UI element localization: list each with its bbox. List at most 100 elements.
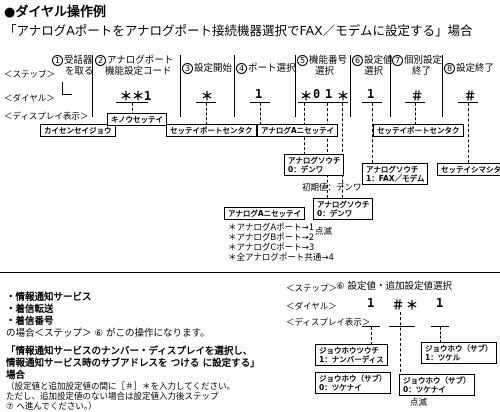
step-8-number: 8 (444, 63, 455, 74)
display-line: アナログソウチ (288, 156, 341, 165)
port-list: ＊アナログAポート→1 ＊アナログBポート→2 ＊アナログCポート→3 ＊全アナ… (228, 223, 334, 263)
step-4-label: ポート選択 (248, 63, 296, 74)
connector (260, 103, 261, 125)
step-4-number: 4 (236, 63, 247, 74)
example-dial-star: ＊ (406, 298, 419, 312)
quote-line: 「情報通知サービスのナンバー・ディスプレイを選択し、 (6, 346, 253, 357)
dial-underline (458, 102, 478, 103)
display-analog-device-phone: アナログソウチ 0：デンワ (284, 154, 345, 176)
step-2-label: アナログポート (107, 55, 174, 66)
separator (390, 55, 391, 117)
display-line: 1：ナンバーディス (319, 355, 384, 364)
dial-step-6: 1 (367, 87, 375, 101)
display-line: 1：ツケル (425, 353, 461, 362)
display-row-label: ＜ディスプレイ表示＞ (4, 112, 89, 122)
display-set-complete: セッテイシマシタ (437, 163, 500, 176)
display-line: ジョウホウ（サブ） (425, 344, 493, 353)
connector (415, 103, 416, 125)
separator (442, 55, 443, 117)
list-item: ＊アナログCポート→3 (228, 243, 315, 253)
dial-step-5d: ＊ (337, 89, 350, 103)
dial-underline (298, 102, 348, 103)
handset-icon-line (62, 94, 72, 95)
step-2-number: 2 (95, 55, 106, 66)
list-item: ＊全アナログポート共通→4 (228, 253, 334, 263)
display-analog-device-fax: アナログソウチ 1：FAX／モデム (362, 163, 429, 185)
dial-underline (405, 102, 425, 103)
dial-step-7: ＃ (411, 89, 424, 103)
separator (92, 55, 93, 117)
step-2-label2: 機能設定コード (105, 66, 172, 77)
connector (372, 103, 373, 163)
dial-underline (116, 102, 148, 103)
page-subtitle: 「アナログAポートをアナログポート接続機器選択でFAX／モデムに設定する」場合 (4, 23, 473, 38)
dial-step-5a: ＊ (300, 89, 313, 103)
example-display-label: ＜ディスプレイ表示＞ (286, 318, 371, 328)
divider (0, 272, 500, 273)
display-line-seizure: カイセンセイジョウ (40, 124, 116, 137)
paren-line: ⑦ へ進んでください。） (6, 402, 97, 412)
dial-step-5b: 0 (313, 87, 321, 101)
step-8-label: 設定終了 (456, 63, 495, 74)
separator (295, 55, 296, 117)
step-1-number: 1 (52, 55, 63, 66)
display-line: 0：デンワ (317, 209, 353, 218)
connector (400, 312, 401, 372)
dial-underline (389, 326, 415, 327)
example-display-sub-none: ジョウホウ（サブ） 0：ツケナイ (315, 372, 391, 394)
dial-step-4: 1 (255, 87, 263, 101)
step-6-label2: 選択 (364, 66, 384, 77)
display-line: ジョウホウ（サブ） (403, 376, 471, 385)
step-5-label2: 選択 (315, 66, 335, 77)
dial-underline (250, 102, 270, 103)
dial-underline (362, 326, 380, 327)
connector (327, 103, 328, 198)
step-3-number: 3 (182, 63, 193, 74)
display-analog-device-phone-blink: アナログソウチ 0：デンワ (313, 198, 374, 220)
blink-note: 点滅 (410, 398, 428, 408)
display-function-setting: キノウセッテイ (107, 113, 167, 126)
blink-note: 点滅 (315, 227, 333, 237)
dial-underline (431, 326, 449, 327)
dial-step-5c: 1 (325, 87, 333, 101)
separator (234, 55, 235, 117)
step-7-number: 7 (392, 55, 403, 66)
display-port-select: セッテイポートセンタク (166, 124, 257, 137)
quote-line: 場合 (6, 370, 26, 381)
separator (180, 55, 181, 117)
list-item: ＊アナログAポート→1 (228, 223, 315, 233)
display-line: 0：ツケナイ (319, 383, 362, 392)
display-line: アナログソウチ (366, 165, 419, 174)
step-1-label2: を取る (65, 66, 94, 77)
dial-step-2: ＊＊1 (120, 89, 152, 103)
display-port-select-2: セッテイポートセンタク (373, 124, 464, 137)
example-display-sub-none-blink: ジョウホウ（サブ） 0：ツケナイ (399, 374, 475, 396)
initial-value-note: 初期値：デンワ (302, 183, 362, 193)
note-item: ・着信転送 (6, 304, 54, 315)
step-row-label: ＜ステップ＞ (4, 70, 56, 80)
display-line: 0：ツケナイ (403, 385, 446, 394)
example-step-text: ⑥ 設定値・追加設定値選択 (336, 281, 453, 292)
paren-line: （設定値と追加設定値の間に［＃］＊を入力してください。 (6, 382, 235, 392)
example-display-sub-attach: ジョウホウ（サブ） 1：ツケル (421, 342, 497, 364)
step-3-label: 設定開始 (194, 63, 233, 74)
separator (350, 55, 351, 117)
display-analog-a-set-2: アナログAニセッテイ (224, 207, 306, 220)
example-display-number-display: ジョウホウツウチ 1：ナンバーディス (315, 344, 388, 366)
connector (440, 327, 441, 343)
step-7-label2: 終了 (412, 66, 432, 77)
step-1-label: 受話器 (64, 55, 93, 66)
paren-line: ただし、追加設定値のない場合は設定値入力後ステップ (6, 392, 219, 402)
example-dial-label: ＜ダイヤル＞ (286, 302, 337, 312)
dial-step-3: ＊ (201, 89, 214, 103)
display-line: 1：FAX／モデム (366, 174, 425, 183)
quote-line: 情報通知サービス時のサブアドレスを つける に設定する」 (6, 358, 260, 369)
note-item: ・着信番号 (6, 316, 54, 327)
connector (371, 327, 372, 345)
step-5-label: 機能番号 (309, 55, 348, 66)
